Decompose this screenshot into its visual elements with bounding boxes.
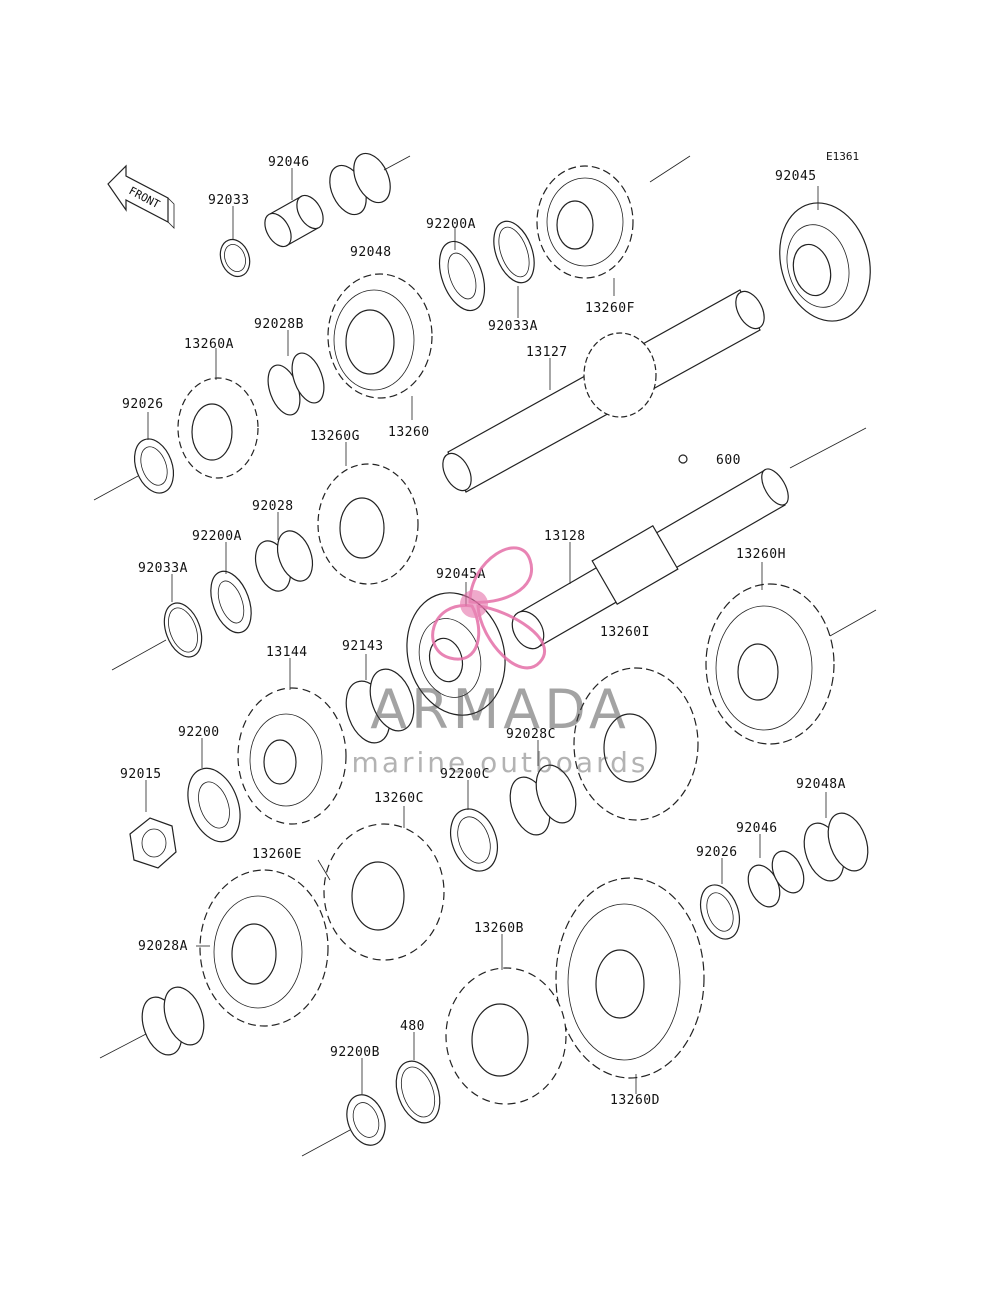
label-92028B: 92028B <box>254 317 304 332</box>
collar-92143 <box>345 668 415 744</box>
label-92033: 92033 <box>208 193 250 208</box>
gear-13144 <box>237 687 347 825</box>
label-92045: 92045 <box>775 169 817 184</box>
label-92048A: 92048A <box>796 777 846 792</box>
part-labels: 92046 92033 92048 92200A 92033A 13260F 9… <box>120 155 846 1108</box>
needle-bearing-92046-right <box>747 850 805 908</box>
gear-13260E <box>199 869 329 1027</box>
shaft-13127 <box>442 289 765 493</box>
label-92028: 92028 <box>252 499 294 514</box>
label-480: 480 <box>400 1019 425 1034</box>
gear-13260A <box>177 377 259 479</box>
washer-92200A-top <box>438 240 486 312</box>
bushing-92028A <box>99 986 205 1059</box>
label-13127: 13127 <box>526 345 568 360</box>
label-92048: 92048 <box>350 245 392 260</box>
watermark: ARMADA marine outboards <box>352 546 649 779</box>
bushing-92028B <box>267 352 325 416</box>
washer-92200 <box>187 767 241 843</box>
label-92200C: 92200C <box>440 767 490 782</box>
label-92026-right: 92026 <box>696 845 738 860</box>
label-92028C: 92028C <box>506 727 556 742</box>
label-13260I: 13260I <box>600 625 650 640</box>
label-92028A: 92028A <box>138 939 188 954</box>
washer-92200B <box>301 1094 386 1157</box>
circlip-480 <box>395 1060 441 1124</box>
label-92015: 92015 <box>120 767 162 782</box>
label-13260C: 13260C <box>374 791 424 806</box>
label-92200A-top: 92200A <box>426 217 476 232</box>
label-13260A: 13260A <box>184 337 234 352</box>
label-92045A: 92045A <box>436 567 486 582</box>
watermark-tagline: marine outboards <box>352 746 649 779</box>
gear-13260 <box>327 273 433 399</box>
washer-92026-left <box>93 438 175 501</box>
shaft-13128 <box>511 427 867 650</box>
bushing-92028 <box>254 530 314 592</box>
label-92143: 92143 <box>342 639 384 654</box>
label-13260D: 13260D <box>610 1093 660 1108</box>
washer-92200A-mid <box>210 570 252 634</box>
collar-top <box>329 152 411 216</box>
gear-13260D <box>555 877 705 1079</box>
label-13260G: 13260G <box>310 429 360 444</box>
washer-92026-right <box>699 884 741 940</box>
label-92200B: 92200B <box>330 1045 380 1060</box>
front-arrow-icon: FRONT <box>107 164 175 229</box>
leader-lines <box>145 168 827 1094</box>
label-13144: 13144 <box>266 645 308 660</box>
label-92046-top: 92046 <box>268 155 310 170</box>
nut-92015 <box>129 817 177 869</box>
propeller-logo-icon <box>431 546 546 670</box>
label-92200A-mid: 92200A <box>192 529 242 544</box>
washer-92200C <box>450 808 498 872</box>
label-92046-right: 92046 <box>736 821 778 836</box>
bushing-92028C <box>509 764 577 836</box>
gear-13260C <box>323 823 445 961</box>
label-92033A-mid: 92033A <box>138 561 188 576</box>
circlip-92033 <box>219 238 251 278</box>
label-600: 600 <box>716 453 741 468</box>
gear-13260G <box>317 463 419 585</box>
label-13260B: 13260B <box>474 921 524 936</box>
circlip-92033A-top <box>493 220 535 284</box>
reference-code: E1361 <box>826 150 859 163</box>
watermark-brand: ARMADA <box>370 678 630 741</box>
gear-13260B <box>445 967 567 1105</box>
label-13260H: 13260H <box>736 547 786 562</box>
circlip-92033A-mid <box>111 602 203 671</box>
gear-13260F <box>536 155 691 279</box>
needle-bearing-92046-top <box>264 194 324 248</box>
collar-92048A <box>803 812 869 882</box>
label-92026-left: 92026 <box>122 397 164 412</box>
gear-13260I <box>573 667 699 821</box>
label-13260E: 13260E <box>252 847 302 862</box>
label-13260F: 13260F <box>585 301 635 316</box>
label-92033A-top: 92033A <box>488 319 538 334</box>
gear-13260H <box>705 583 877 745</box>
ball-bearing-92045 <box>779 202 871 322</box>
label-13260: 13260 <box>388 425 430 440</box>
label-92200: 92200 <box>178 725 220 740</box>
label-13128: 13128 <box>544 529 586 544</box>
